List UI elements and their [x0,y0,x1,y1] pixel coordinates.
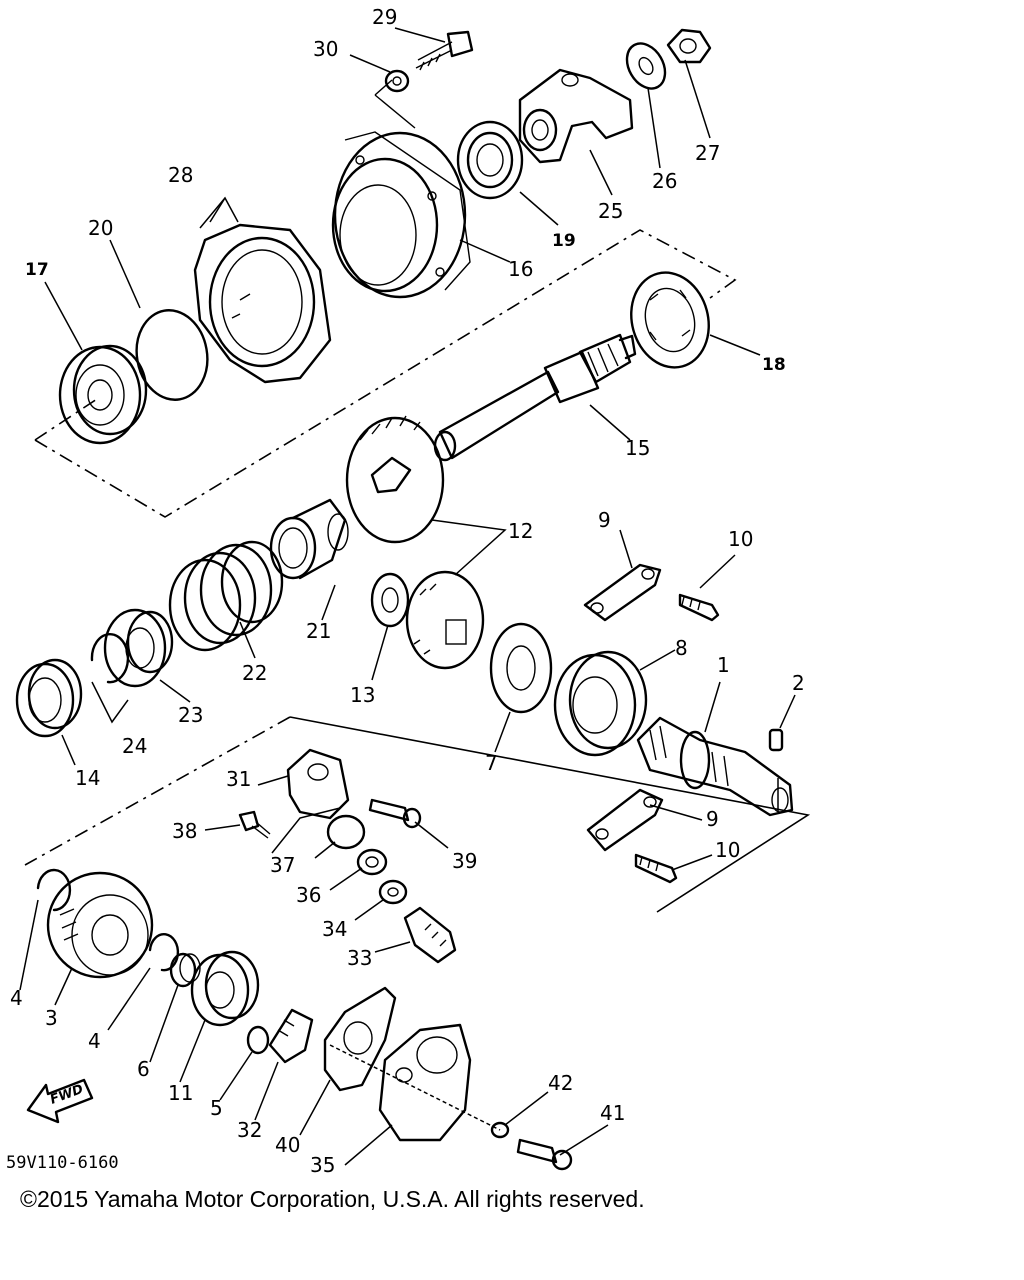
part-21-collar [269,498,349,580]
callout-21: 21 [306,619,331,643]
part-17-bearing [58,344,148,445]
fwd-direction-arrow: FWD [26,1078,94,1124]
part-35-gear-housing [378,1023,472,1142]
part-41-bolt [516,1138,573,1171]
part-30-washer [384,69,410,93]
part-15-drive-shaft [433,333,637,462]
part-18-lock-washer [630,271,710,369]
callout-numbers: 29 30 27 26 25 19 16 28 20 17 18 15 12 9… [10,5,805,1177]
part-4-circlip-right [148,933,180,972]
part-37-o-ring [326,814,366,850]
callout-35: 35 [310,1153,335,1177]
callout-34: 34 [322,917,347,941]
callout-12: 12 [508,519,533,543]
callout-4-left: 4 [10,986,23,1010]
part-8-bearing [553,650,648,757]
callout-13: 13 [350,683,375,707]
drawing-code: 59V110-6160 [6,1153,119,1173]
callout-31: 31 [226,767,251,791]
part-23-spacer [103,608,174,688]
callout-29: 29 [372,5,397,29]
callout-9-upper: 9 [598,508,611,532]
callout-33: 33 [347,946,372,970]
part-27-nut [666,28,712,64]
callout-9-lower: 9 [706,807,719,831]
part-11-bearing [190,950,260,1027]
copyright-notice: ©2015 Yamaha Motor Corporation, U.S.A. A… [20,1186,645,1212]
part-34-washer [378,879,408,905]
callout-8: 8 [675,636,688,660]
part-9-plate-upper [583,563,662,622]
part-9-plate-lower [586,788,664,852]
callout-32: 32 [237,1118,262,1142]
callout-18: 18 [762,355,786,375]
callout-6: 6 [137,1057,150,1081]
part-24-circlip [90,632,130,684]
upper-group-boundary [34,229,737,518]
part-38-bolt [238,810,271,839]
part-33-speedometer-gear [403,906,457,964]
part-32-gear [268,1008,314,1064]
part-10-screw-upper [678,593,720,622]
callout-28: 28 [168,163,193,187]
part-5-circlip [246,1025,270,1055]
part-22-compression-spring [168,540,284,652]
callout-23: 23 [178,703,203,727]
part-25-universal-joint-yoke [518,68,634,164]
part-40-gasket [323,986,397,1092]
part-13-shim [370,572,410,628]
callout-27: 27 [695,141,720,165]
callout-26: 26 [652,169,677,193]
callout-1: 1 [717,653,730,677]
callout-30: 30 [313,37,338,61]
callout-22: 22 [242,661,267,685]
callout-37: 37 [270,853,295,877]
part-3-drive-gear [46,871,154,979]
callout-11: 11 [168,1081,193,1105]
callout-41: 41 [600,1101,625,1125]
part-7-thrust-washer [489,622,553,714]
part-16-bearing-housing [331,131,471,299]
part-10-screw-lower [634,853,678,884]
part-2-dowel-pin [768,728,784,752]
callout-42: 42 [548,1071,573,1095]
callout-5: 5 [210,1096,223,1120]
part-1-pinion-shaft [636,716,794,817]
part-14-bearing [15,658,83,738]
callout-10-lower: 10 [715,838,740,862]
part-26-washer [625,42,667,90]
lower-group-boundary [24,79,811,913]
callout-16: 16 [508,257,533,281]
callout-7: 7 [485,751,498,775]
callout-2: 2 [792,671,805,695]
part-12-bevel-gear-set [345,415,485,670]
callout-38: 38 [172,819,197,843]
callout-39: 39 [452,849,477,873]
part-6-collar [169,952,201,988]
callout-36: 36 [296,883,321,907]
leader-lines [19,27,796,1166]
callout-17: 17 [25,260,49,280]
part-42-washer [490,1121,510,1139]
part-20-o-ring [135,309,209,401]
callout-24: 24 [122,734,147,758]
callout-3: 3 [45,1006,58,1030]
callout-10-upper: 10 [728,527,753,551]
part-36-washer [356,848,388,876]
part-19-oil-seal [456,120,524,200]
callout-4-right: 4 [88,1029,101,1053]
callout-15: 15 [625,436,650,460]
part-39-bolt [368,798,422,829]
callout-25: 25 [598,199,623,223]
callout-14: 14 [75,766,100,790]
callout-20: 20 [88,216,113,240]
callout-40: 40 [275,1133,300,1157]
part-29-bolt [415,30,474,71]
part-4-circlip-left [36,868,72,912]
part-28-bearing-retainer [193,223,332,384]
callout-19: 19 [552,231,576,251]
